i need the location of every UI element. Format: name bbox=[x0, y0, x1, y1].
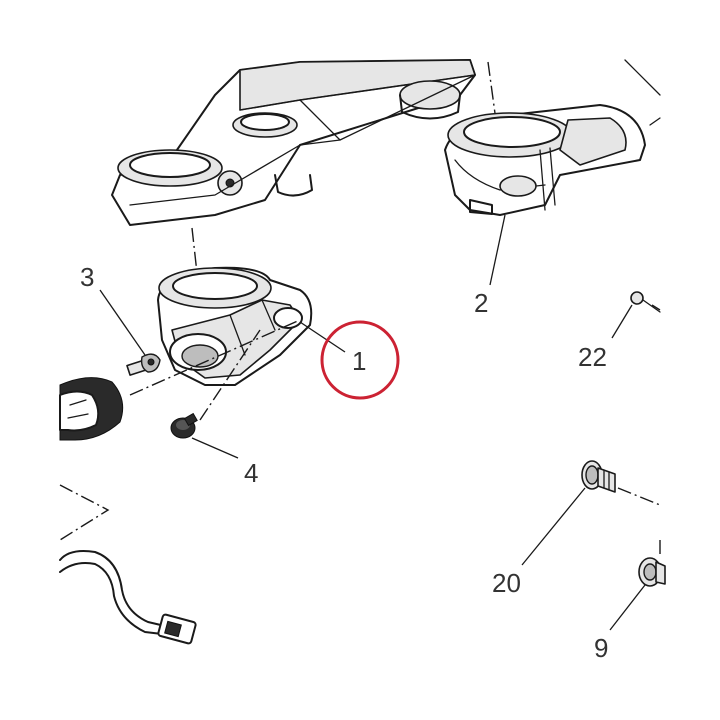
part-9-nut bbox=[638, 557, 666, 587]
part-4-screw bbox=[170, 412, 198, 439]
axis-line-1 bbox=[129, 319, 301, 396]
edge-fragment-top-right bbox=[624, 59, 661, 96]
callout-2: 2 bbox=[474, 288, 488, 318]
top-yoke bbox=[111, 59, 476, 226]
edge-fragment-right bbox=[649, 117, 661, 126]
part-3-bolt bbox=[126, 353, 161, 376]
axis-line-lower-left bbox=[59, 484, 110, 541]
leader-3 bbox=[99, 289, 146, 356]
leader-9 bbox=[609, 584, 646, 631]
callout-3: 3 bbox=[80, 262, 94, 292]
part-22-pin bbox=[630, 291, 661, 313]
part-20-screw bbox=[581, 460, 616, 493]
leader-22 bbox=[611, 304, 633, 339]
leader-2 bbox=[489, 214, 506, 286]
callout-4: 4 bbox=[244, 458, 258, 488]
axis-line-20 bbox=[617, 487, 661, 506]
part-1-left-clamp bbox=[157, 266, 313, 386]
axis-line-22 bbox=[651, 304, 661, 311]
leader-20 bbox=[521, 487, 586, 566]
handlebar-grip-left bbox=[59, 377, 124, 441]
part-2-right-clamp bbox=[444, 104, 646, 216]
axis-line-4 bbox=[199, 329, 261, 421]
wire-harness bbox=[59, 550, 197, 645]
callout-20: 20 bbox=[492, 568, 521, 598]
callout-9: 9 bbox=[594, 633, 608, 663]
callout-1: 1 bbox=[352, 346, 366, 376]
callout-22: 22 bbox=[578, 342, 607, 372]
highlight-circle-1 bbox=[320, 320, 400, 400]
leader-4 bbox=[191, 437, 239, 459]
leader-1 bbox=[299, 321, 346, 353]
